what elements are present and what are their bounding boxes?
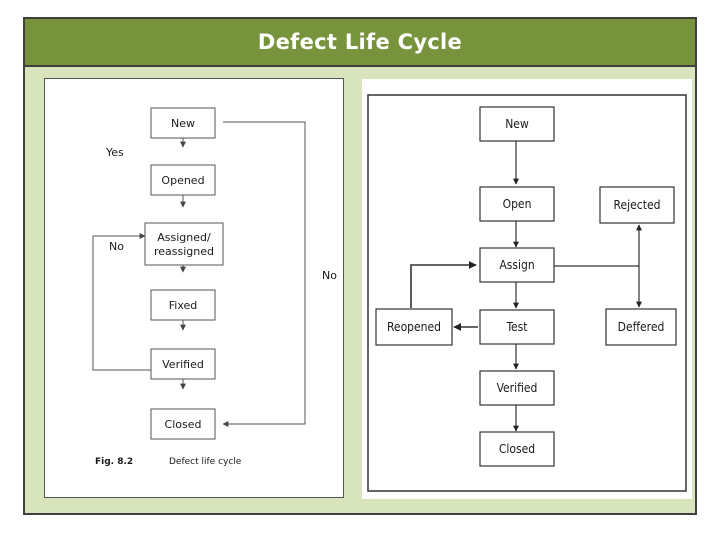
caption-text: Defect life cycle: [169, 457, 242, 467]
slide-title: Defect Life Cycle: [257, 30, 463, 54]
node-deffered-label: Deffered: [618, 320, 665, 334]
right-flowchart-panel: New Open Assign Test Verified Closed Rej…: [362, 79, 692, 499]
left-flowchart: New Opened Assigned/ reassigned Fixed Ve…: [92, 107, 337, 467]
title-bar: Defect Life Cycle: [25, 19, 695, 67]
right-flowchart: New Open Assign Test Verified Closed Rej…: [367, 94, 687, 492]
node-reopened: [375, 308, 453, 346]
node-closed-label: Closed: [165, 418, 202, 431]
label-no-right: No: [322, 269, 337, 282]
node-deffered: [605, 308, 677, 346]
node-new-label: New: [505, 117, 529, 131]
node-assigned-label-line2: reassigned: [154, 245, 214, 258]
edge-reopened-assign: [410, 261, 477, 308]
node-fixed: [150, 289, 216, 321]
node-rejected-label: Rejected: [614, 198, 661, 212]
node-open-label: Open: [503, 197, 532, 211]
node-verified: [150, 348, 216, 380]
node-closed: [150, 408, 216, 440]
label-yes: Yes: [105, 146, 124, 159]
edge-new-closed: [222, 121, 306, 427]
node-assign: [479, 247, 555, 283]
slide-frame: Defect Life Cycle: [23, 17, 697, 515]
left-flowchart-panel: New Opened Assigned/ reassigned Fixed Ve…: [44, 78, 344, 498]
caption-fig-number: Fig. 8.2: [95, 457, 133, 467]
node-new: [479, 106, 555, 142]
node-new: [150, 107, 216, 139]
edge-verified-assigned-loop: [92, 233, 151, 371]
node-open: [479, 186, 555, 222]
node-opened: [150, 164, 216, 196]
node-new-label: New: [171, 117, 195, 130]
node-closed-label: Closed: [499, 442, 535, 456]
node-verified: [479, 370, 555, 406]
node-reopened-label: Reopened: [387, 320, 441, 334]
node-assigned-label-line1: Assigned/: [157, 231, 211, 244]
node-test-label: Test: [505, 320, 527, 334]
node-assign-label: Assign: [499, 258, 534, 272]
node-test: [479, 309, 555, 345]
node-assigned: [144, 222, 224, 266]
node-rejected: [599, 186, 675, 224]
node-fixed-label: Fixed: [169, 299, 198, 312]
node-opened-label: Opened: [161, 174, 204, 187]
label-no-left: No: [109, 240, 124, 253]
node-verified-label: Verified: [497, 381, 538, 395]
node-verified-label: Verified: [162, 358, 204, 371]
node-closed: [479, 431, 555, 467]
right-diagram-border: [367, 94, 687, 492]
